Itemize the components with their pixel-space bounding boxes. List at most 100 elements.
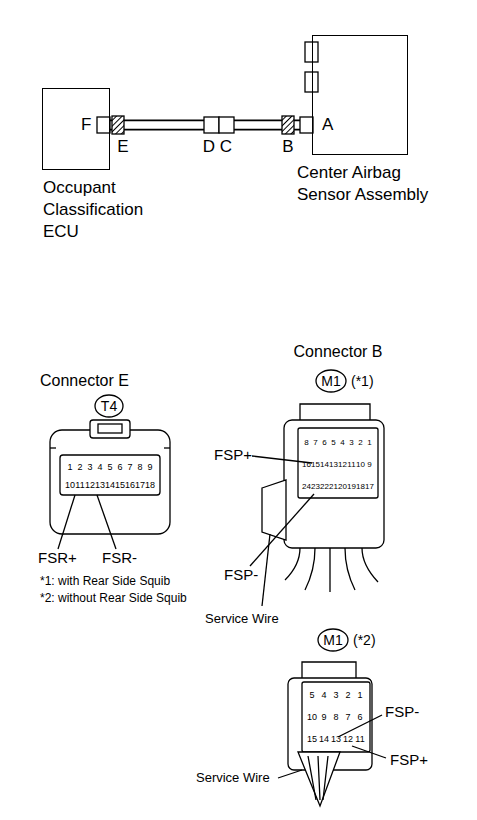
- pin-number: 12: [343, 735, 353, 744]
- pin-number: 16: [302, 461, 311, 469]
- connector-letter: B: [282, 137, 293, 157]
- pin-number: 10: [307, 713, 317, 722]
- service-wire-tab: [262, 480, 286, 540]
- leader-line: [278, 770, 302, 778]
- pin-number: 3: [333, 691, 338, 700]
- footnote: *2: without Rear Side Squib: [40, 592, 187, 606]
- pin-number: 13: [331, 735, 341, 744]
- housing-rib: [164, 447, 170, 448]
- harness-wires: [285, 548, 378, 592]
- leader-line: [262, 534, 270, 606]
- connector-housing: [284, 420, 384, 548]
- pin-number: 6: [357, 713, 362, 722]
- pin-number: 9: [367, 461, 371, 469]
- pin-number: 7: [127, 463, 132, 472]
- pin-number: 12: [338, 461, 347, 469]
- pin-name: FSP-: [385, 703, 419, 720]
- pin-number: 11: [75, 481, 84, 490]
- pin-number: 18: [145, 481, 155, 490]
- pin-number: 3: [349, 439, 353, 447]
- pin-number: 12: [85, 481, 95, 490]
- pin-number: 8: [333, 713, 338, 722]
- pin-number: 14: [105, 481, 115, 490]
- pin-number: 24: [302, 483, 311, 491]
- pin-name: FSP-: [224, 566, 258, 583]
- connector-b1-drawing: [250, 370, 384, 606]
- variant-note: (*1): [351, 373, 374, 389]
- connector-letter: D: [203, 137, 215, 157]
- pin-number: 8: [137, 463, 142, 472]
- footnote: *1: with Rear Side Squib: [40, 575, 170, 589]
- harness-connectors: [97, 42, 318, 134]
- leader-line: [58, 495, 75, 549]
- housing-rib: [50, 447, 56, 448]
- pin-number: 4: [97, 463, 102, 472]
- ecu-box: FOccupant Classification ECU: [42, 88, 110, 170]
- unit-name: Center Airbag Sensor Assembly: [297, 162, 449, 206]
- latch-window: [98, 424, 122, 433]
- connector-e: [112, 116, 124, 134]
- service-wire-bundle: [298, 752, 340, 806]
- pin-number: 21: [329, 483, 338, 491]
- variant-note: (*2): [353, 632, 376, 648]
- pin-number: 22: [320, 483, 329, 491]
- connector-e-drawing: [50, 395, 170, 549]
- pin-number: 8: [304, 439, 308, 447]
- pin-number: 14: [320, 461, 329, 469]
- pin-number: 1: [67, 463, 72, 472]
- pin-number: 5: [331, 439, 335, 447]
- connector-title: Connector E: [40, 372, 129, 390]
- pin-number: 14: [319, 735, 329, 744]
- connector-d: [204, 117, 219, 133]
- harness-wires: [308, 756, 328, 800]
- service-wire-label: Service Wire: [196, 771, 270, 786]
- connector-latch: [302, 662, 356, 678]
- connector-letter: F: [81, 115, 91, 135]
- pin-number: 16: [125, 481, 135, 490]
- connector-letter: C: [220, 137, 232, 157]
- pin-number: 15: [307, 735, 317, 744]
- leader-line: [352, 746, 386, 758]
- pin-number: 6: [117, 463, 122, 472]
- pin-number: 1: [357, 691, 362, 700]
- pin-number: 1: [367, 439, 371, 447]
- unit-name: Occupant Classification ECU: [43, 177, 183, 243]
- sensor-box: ACenter Airbag Sensor Assembly: [312, 35, 408, 155]
- pin-number: 5: [107, 463, 112, 472]
- pin-number: 17: [135, 481, 145, 490]
- pin-number: 15: [311, 461, 320, 469]
- pin-number: 13: [329, 461, 338, 469]
- pin-number: 23: [311, 483, 320, 491]
- pin-number: 3: [87, 463, 92, 472]
- connector-latch: [300, 404, 370, 420]
- pin-number: 2: [345, 691, 350, 700]
- pin-number: 4: [321, 691, 326, 700]
- pin-frame: [298, 428, 378, 498]
- connector-latch: [90, 420, 130, 438]
- pin-number: 11: [355, 735, 364, 744]
- pin-number: 18: [356, 483, 365, 491]
- connector-code: M1: [321, 373, 340, 389]
- pin-number: 11: [347, 461, 355, 469]
- pin-number: 17: [365, 483, 374, 491]
- pin-name: FSR+: [38, 549, 77, 566]
- connector-f: [97, 117, 110, 133]
- pin-number: 5: [309, 691, 314, 700]
- pin-number: 4: [340, 439, 344, 447]
- pin-frame: [302, 682, 370, 752]
- leader-line: [97, 495, 116, 549]
- service-wire-label: Service Wire: [205, 612, 279, 627]
- connector-b2-drawing: [278, 629, 386, 806]
- pin-number: 2: [77, 463, 82, 472]
- code-ellipse: [318, 629, 348, 651]
- pin-number: 6: [322, 439, 326, 447]
- pin-number: 9: [321, 713, 326, 722]
- connector-title: Connector B: [294, 343, 383, 361]
- pin-number: 19: [347, 483, 356, 491]
- pin-name: FSR-: [102, 549, 137, 566]
- pin-number: 2: [358, 439, 362, 447]
- pin-number: 20: [338, 483, 347, 491]
- pin-frame: [60, 455, 160, 495]
